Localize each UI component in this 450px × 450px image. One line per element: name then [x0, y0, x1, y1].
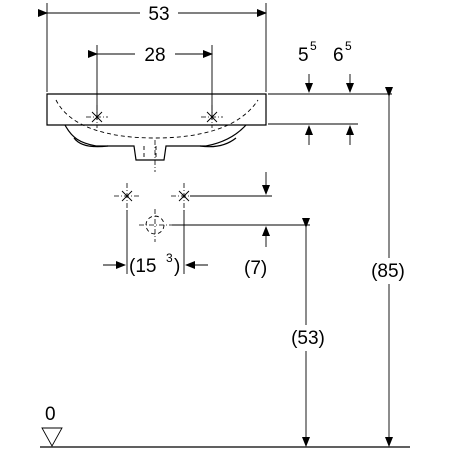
rim-dimensions: 5 5 6 5	[268, 39, 392, 145]
overall-width-label: 53	[148, 4, 169, 25]
floor-level-label: 0	[45, 404, 56, 425]
floor-level-marker-icon	[41, 427, 63, 447]
waste-spacing-label: (15	[129, 256, 156, 277]
waste-offset-label: (7)	[244, 258, 267, 279]
overall-width-dimension: 53	[38, 0, 267, 92]
waste-spacing-sup: 3	[166, 251, 173, 265]
bowl-depth-sup: 5	[345, 39, 352, 53]
tap-hole-offset-sup: 5	[310, 39, 317, 53]
tap-hole-spacing-dimension: 28	[88, 42, 213, 120]
waste-height-dimension: (53)	[286, 218, 332, 447]
bowl-depth-label: 6	[333, 45, 344, 66]
floor-level: 0	[40, 404, 410, 448]
waste-offset-dimension: (7)	[244, 172, 270, 279]
wall-connection-pattern	[114, 183, 310, 274]
basin-side-view	[46, 93, 267, 172]
total-height-dimension: (85)	[364, 87, 414, 447]
waste-spacing-dimension: (15 3 )	[103, 251, 208, 277]
total-height-label: (85)	[371, 261, 405, 282]
tap-hole-spacing-label: 28	[144, 45, 165, 66]
waste-spacing-close: )	[174, 256, 180, 277]
tap-hole-offset-label: 5	[298, 45, 309, 66]
waste-height-label: (53)	[291, 328, 325, 349]
